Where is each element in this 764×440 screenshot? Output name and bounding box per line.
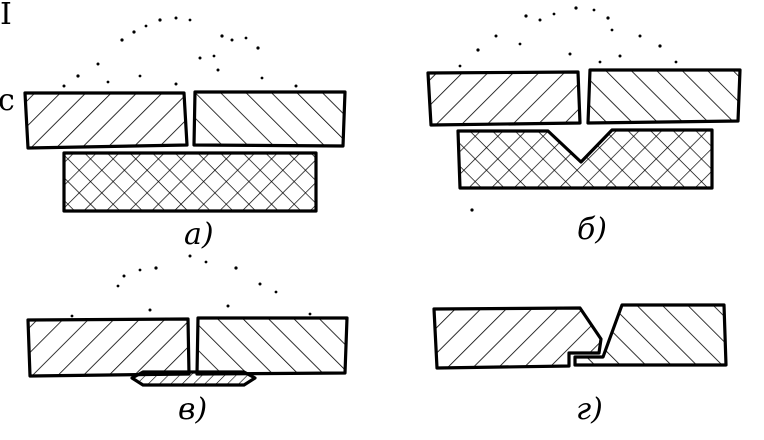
plate-left-b [426,70,582,127]
caption-v: в) [178,392,207,427]
plate-left-v [26,317,191,378]
panel-g: г) [432,303,728,427]
grooved-backing-plate-b [456,128,714,190]
spatter-b [458,6,692,212]
backing-strip-v [130,370,257,387]
plate-right-g [573,303,728,367]
plate-left-a [23,91,189,150]
plate-right-v [195,316,349,376]
plate-right-a [192,90,347,148]
panel-a: а) [23,16,347,252]
plate-right-b [586,68,742,125]
margin-glyph-middle: с [0,83,15,118]
margin-glyph-top: I [0,0,12,32]
caption-b: б) [577,212,607,247]
caption-g: г) [576,392,603,427]
spatter-a [62,16,298,88]
caption-a: а) [184,217,214,252]
spatter-v [70,254,312,318]
panel-b: б) [426,6,742,247]
panel-v: в) [26,254,349,427]
plate-left-g [432,306,603,370]
backing-plate-a [62,151,318,213]
